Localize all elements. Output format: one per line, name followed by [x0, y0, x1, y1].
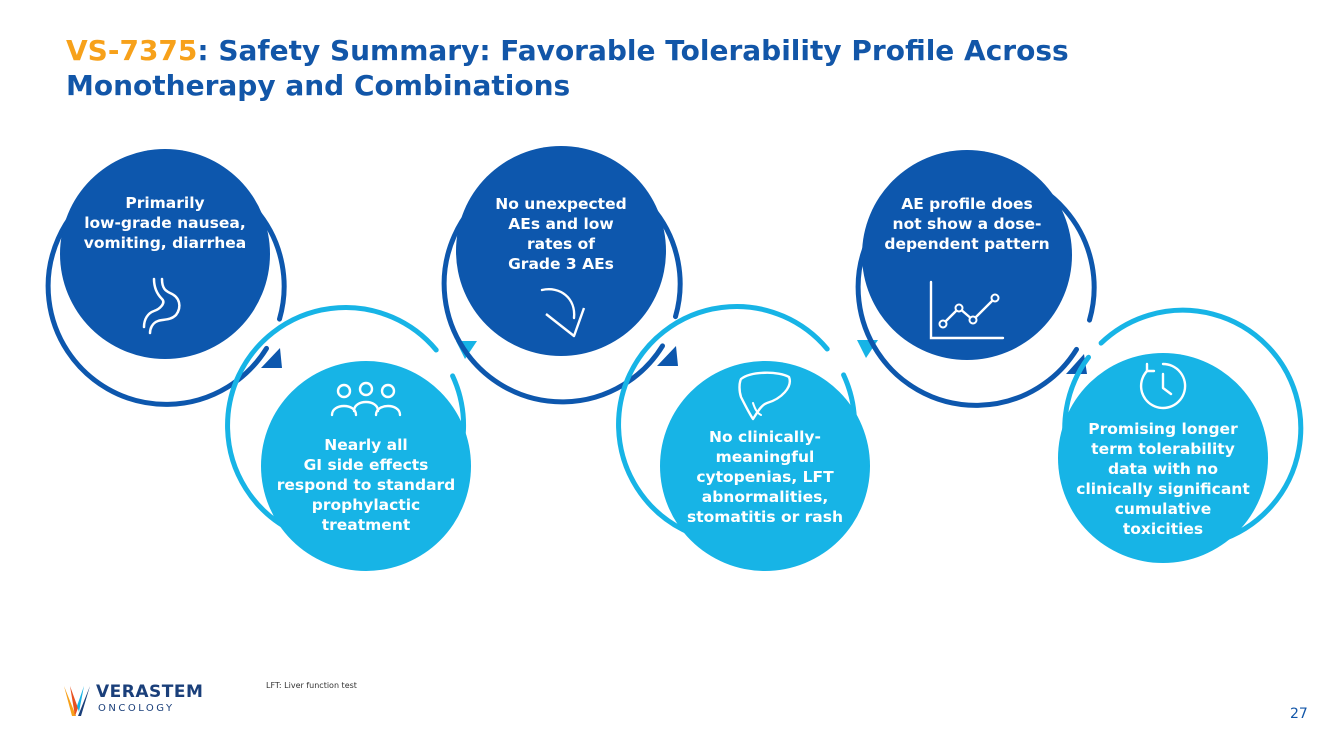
- step-3-text: No unexpected AEs and low rates of Grade…: [495, 195, 627, 273]
- footnote: LFT: Liver function test: [266, 681, 357, 690]
- line-chart-icon: [929, 280, 1005, 340]
- title-accent: VS-7375: [66, 34, 198, 67]
- step-6-text: Promising longer term tolerability data …: [1076, 420, 1250, 538]
- step-circle-1: Primarily low-grade nausea, vomiting, di…: [60, 149, 270, 359]
- step-circle-6: Promising longer term tolerability data …: [1058, 353, 1268, 563]
- logo-sub: ONCOLOGY: [98, 703, 175, 714]
- step-circle-4: No clinically- meaningful cytopenias, LF…: [660, 361, 870, 571]
- arrow-3: [657, 346, 678, 366]
- step-5-text: AE profile does not show a dose- depende…: [884, 195, 1050, 253]
- title-line-2: Monotherapy and Combinations: [66, 69, 571, 102]
- page-number: 27: [1290, 706, 1308, 722]
- verastem-logo: VERASTEM ONCOLOGY: [62, 682, 242, 722]
- liver-icon: [738, 371, 791, 421]
- step-1-text: Primarily low-grade nausea, vomiting, di…: [83, 194, 247, 252]
- stomach-icon: [142, 277, 181, 335]
- step-circle-2: Nearly all GI side effects respond to st…: [261, 361, 471, 571]
- title-line-1-rest: : Safety Summary: Favorable Tolerability…: [197, 34, 1069, 67]
- arrow-1: [261, 348, 282, 368]
- verastem-v-mark-icon: [64, 686, 90, 716]
- clock-icon: [1139, 362, 1187, 410]
- logo-brand: VERASTEM: [96, 682, 204, 702]
- slide-title: VS-7375: Safety Summary: Favorable Toler…: [66, 33, 1186, 103]
- step-2-text: Nearly all GI side effects respond to st…: [276, 436, 456, 534]
- step-circle-3: No unexpected AEs and low rates of Grade…: [456, 146, 666, 356]
- people-group-icon: [330, 381, 402, 417]
- curved-down-arrow-icon: [540, 288, 586, 338]
- step-circle-5: AE profile does not show a dose- depende…: [862, 150, 1072, 360]
- step-4-text: No clinically- meaningful cytopenias, LF…: [686, 428, 843, 526]
- title-line-1: VS-7375: Safety Summary: Favorable Toler…: [66, 33, 1186, 68]
